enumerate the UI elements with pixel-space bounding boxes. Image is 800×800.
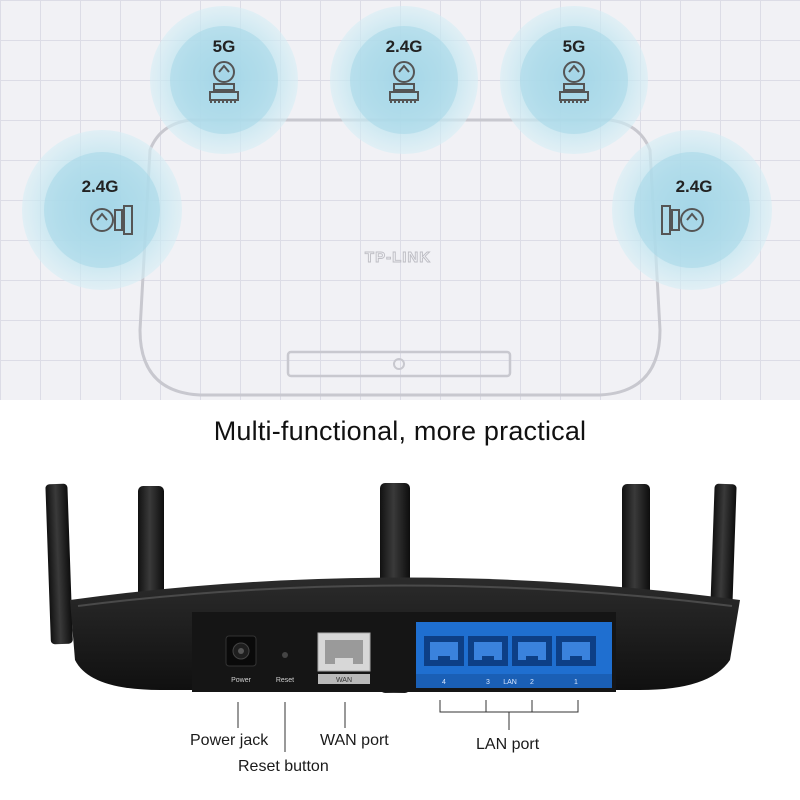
router-top-drawing: TP-LINK 5G 2.4G 5G xyxy=(22,6,772,397)
svg-text:2: 2 xyxy=(530,679,534,686)
callout-lines xyxy=(237,700,579,752)
antenna-icon xyxy=(209,61,239,103)
antenna-icon xyxy=(661,205,704,235)
brand-logo: TP-LINK xyxy=(365,249,431,266)
antenna-bubble: 5G xyxy=(500,6,648,154)
antenna-bubble: 2.4G xyxy=(330,6,478,154)
svg-text:1: 1 xyxy=(574,679,578,686)
svg-text:5G: 5G xyxy=(563,37,586,56)
led-indicator xyxy=(393,358,405,370)
callout-reset-button: Reset button xyxy=(238,758,329,775)
antenna-icon xyxy=(559,61,589,103)
router-body-outline xyxy=(138,118,662,397)
router-back-drawing: WAN Power Reset 4 3 LAN 2 1 xyxy=(45,483,740,752)
svg-text:LAN: LAN xyxy=(503,679,517,686)
antenna xyxy=(45,483,73,645)
callout-wan-port: WAN port xyxy=(320,732,389,749)
router-top-illustration: TP-LINK 5G 2.4G 5G xyxy=(0,0,800,400)
svg-text:4: 4 xyxy=(442,679,446,686)
callout-power-jack: Power jack xyxy=(190,732,269,749)
svg-text:2.4G: 2.4G xyxy=(82,177,119,196)
antenna-bubble: 5G xyxy=(150,6,298,154)
svg-text:2.4G: 2.4G xyxy=(386,37,423,56)
lan-ports xyxy=(424,636,596,666)
svg-text:Reset: Reset xyxy=(276,677,294,684)
antenna-bubble: 2.4G xyxy=(22,130,182,290)
svg-text:5G: 5G xyxy=(213,37,236,56)
antenna-bubble: 2.4G xyxy=(612,130,772,290)
svg-text:Power: Power xyxy=(231,677,252,684)
front-slot xyxy=(286,350,512,378)
antenna-icon xyxy=(90,205,133,235)
svg-text:2.4G: 2.4G xyxy=(676,177,713,196)
svg-text:WAN: WAN xyxy=(336,677,352,684)
callout-lan-port: LAN port xyxy=(476,736,540,753)
antenna-icon xyxy=(389,61,419,103)
reset-button xyxy=(282,652,288,658)
headline: Multi-functional, more practical xyxy=(213,416,587,446)
svg-text:3: 3 xyxy=(486,679,490,686)
